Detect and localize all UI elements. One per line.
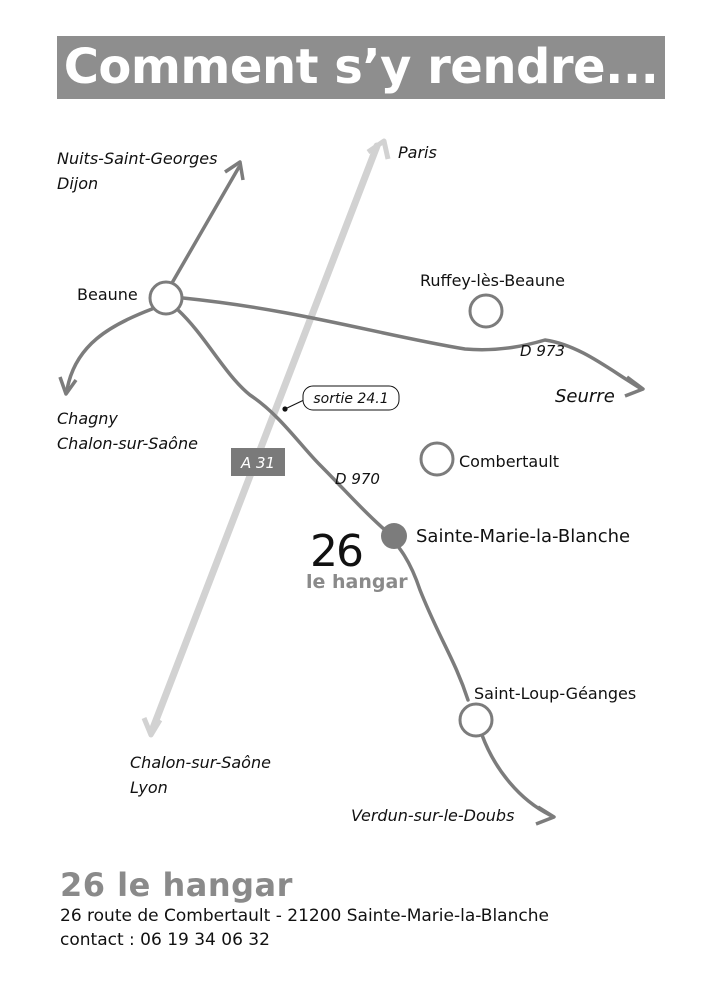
- label-seurre: Seurre: [555, 386, 615, 407]
- page-title: Comment s’y rendre...: [57, 36, 665, 99]
- town-marker-beaune: [148, 280, 184, 316]
- footer-contact: contact : 06 19 34 06 32: [60, 930, 270, 950]
- a31-motorway: [149, 142, 381, 732]
- label-chalon-chagny: Chalon-sur-Saône: [57, 434, 198, 453]
- label-saint-loup: Saint-Loup-Géanges: [474, 684, 636, 703]
- footer-address: 26 route de Combertault - 21200 Sainte-M…: [60, 906, 549, 926]
- label-nuits-saint-georges: Nuits-Saint-Georges: [57, 149, 217, 168]
- town-marker-saint-loup: [458, 702, 494, 738]
- exit-label: sortie 24.1: [313, 391, 388, 407]
- town-marker-ruffey: [468, 293, 504, 329]
- road-to-chagny: [65, 307, 154, 392]
- label-chagny: Chagny: [57, 409, 118, 428]
- label-dijon: Dijon: [57, 174, 98, 193]
- a31-label-box: [231, 448, 285, 476]
- a31-label: A 31: [240, 454, 275, 472]
- label-paris: Paris: [398, 143, 437, 162]
- arrow-chagny-icon: [58, 376, 78, 396]
- label-verdun: Verdun-sur-le-Doubs: [351, 806, 514, 825]
- road-to-dijon: [170, 165, 241, 285]
- logo-text: le hangar: [306, 571, 408, 593]
- arrow-chalon-lyon-icon: [141, 717, 163, 738]
- town-marker-sainte-marie: [381, 523, 407, 549]
- d973-label: D 973: [520, 342, 565, 360]
- label-sainte-marie: Sainte-Marie-la-Blanche: [416, 526, 630, 547]
- road-d973: [181, 296, 642, 390]
- exit-label-box: [302, 385, 400, 411]
- label-chalon-sur-saone: Chalon-sur-Saône: [130, 753, 271, 772]
- town-marker-combertault: [419, 441, 455, 477]
- label-lyon: Lyon: [130, 778, 168, 797]
- hangar-logo: 26 le hangar: [306, 526, 408, 593]
- label-combertault: Combertault: [459, 452, 559, 471]
- arrow-paris-icon: [366, 138, 391, 160]
- logo-number: 26: [310, 526, 362, 577]
- label-beaune: Beaune: [77, 285, 138, 304]
- arrow-dijon-icon: [224, 160, 245, 181]
- arrow-seurre-icon: [624, 375, 645, 398]
- d970-label: D 970: [335, 470, 380, 488]
- arrow-verdun-icon: [535, 805, 556, 826]
- exit-leader-line: [284, 398, 307, 410]
- label-ruffey: Ruffey-lès-Beaune: [420, 271, 565, 290]
- footer-name: 26 le hangar: [60, 866, 293, 904]
